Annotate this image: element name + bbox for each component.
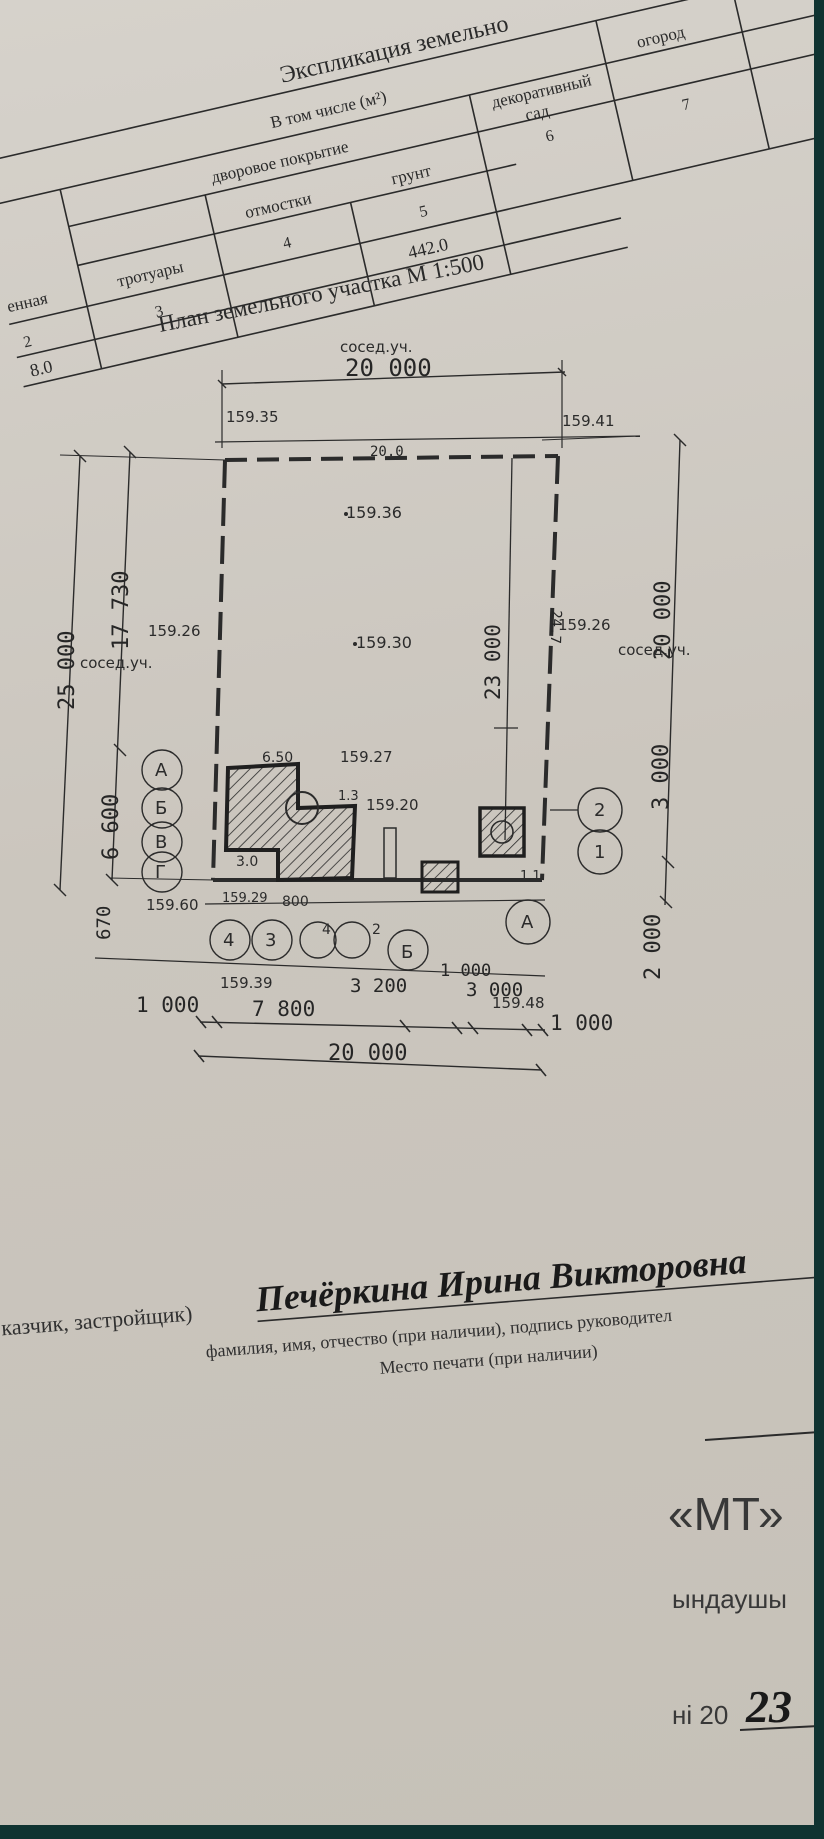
dim-1000-inner: 1 000 (440, 961, 491, 981)
tree-label: 2 (372, 922, 381, 938)
table-num-6: 6 (544, 127, 556, 145)
elev-label: 159.30 (356, 633, 412, 652)
porch (383, 827, 397, 879)
stamp-year-prefix: ні 20 (672, 1700, 728, 1730)
dim-inner-247: 24.7 (547, 610, 564, 644)
outbuilding-small (420, 860, 460, 894)
dim-house-13: 1.3 (338, 789, 359, 804)
plan-title: План земельного участка М 1:500 (156, 249, 486, 337)
stamp-year-handwritten: 23 (745, 1681, 792, 1732)
dim-left-25: 25 000 (55, 631, 80, 710)
tree-label: 4 (322, 922, 331, 938)
neighbor-top-label: сосед.уч. (340, 338, 413, 356)
dim-right-3: 3 000 (649, 744, 674, 810)
table-value-first: 8.0 (28, 356, 54, 381)
trees-left: A Б B Г (141, 749, 183, 893)
tree-label: Б (155, 798, 167, 819)
tree-label: A (155, 760, 168, 781)
dim-house-30: 3.0 (236, 854, 258, 870)
explication-table: Экспликация земельно В том числе (м²) дв… (0, 0, 814, 388)
table-title: Экспликация земельно (277, 11, 511, 89)
dim-left-17: 17 730 (109, 571, 134, 650)
tree-label: B (155, 832, 167, 853)
dim-bottom-3200: 3 200 (350, 975, 407, 997)
table-group-header: дворовое покрытие (209, 137, 350, 187)
neighbor-right-label: сосед.уч. (618, 641, 691, 659)
stamp-company: «МТ» (668, 1488, 784, 1540)
dim-house-650: 6.50 (262, 750, 293, 766)
elev-label: 159.35 (226, 408, 279, 426)
stamp-fragment: «МТ» ындаушы ні 20 23 (668, 1431, 814, 1732)
table-num-2: 2 (22, 333, 34, 351)
plot-boundary-left (211, 459, 227, 881)
stamp-line-2: ындаушы (672, 1584, 787, 1614)
elev-label: 159.29 (222, 891, 268, 906)
dim-bottom-1000-right: 1 000 (550, 1011, 613, 1035)
elev-label: 159.48 (492, 994, 545, 1012)
signature-block: казчик, застройщик) Печёркина Ирина Викт… (0, 1241, 814, 1379)
signature-caption-2: Место печати (при наличии) (379, 1341, 599, 1379)
dim-house-800: 800 (282, 894, 309, 910)
table-col-decorative-2: сад (523, 101, 551, 125)
elev-label: 159.26 (148, 622, 201, 640)
neighbor-left-label: сосед.уч. (80, 654, 153, 672)
dim-house-11: 1.1 (520, 869, 541, 884)
table-col-blind-area: отмостки (243, 188, 313, 222)
signature-prefix: казчик, застройщик) (0, 1300, 193, 1340)
elev-label: 159.20 (366, 796, 419, 814)
elev-point (353, 642, 357, 646)
table-num-3: 3 (153, 303, 165, 321)
trees-right: 2 1 (550, 787, 623, 875)
elev-label: 159.26 (558, 616, 611, 634)
dim-inner-200: 20.0 (370, 444, 404, 460)
plot-boundary-top (224, 454, 559, 462)
house-marker (285, 791, 319, 825)
tree-label: A (521, 912, 534, 933)
table-num-5: 5 (418, 203, 430, 221)
tree-label: Г (155, 862, 166, 883)
dim-bottom-1000-left: 1 000 (136, 993, 199, 1017)
dim-right-2: 2 000 (641, 914, 666, 980)
dim-bottom-7800: 7 800 (252, 997, 315, 1021)
elev-point (344, 512, 348, 516)
plot-boundary-right (540, 455, 560, 881)
table-num-7: 7 (680, 96, 692, 114)
dim-bottom-3000: 3 000 (466, 979, 523, 1001)
elev-label: 159.60 (146, 896, 199, 914)
dim-inner-23: 23 000 (481, 624, 505, 700)
tree-label: 1 (594, 842, 605, 863)
table-subheader: В том числе (м²) (268, 87, 388, 132)
elev-label: 159.27 (340, 748, 393, 766)
outbuilding-right (478, 806, 526, 858)
plot-plan: сосед.уч. 20 000 25 000 17 730 6 600 670… (53, 338, 691, 1077)
elev-label: 159.41 (562, 412, 615, 430)
table-col-first: енная (5, 288, 50, 316)
tree-label: 3 (265, 930, 276, 951)
trees-bottom: 4 3 4 2 Б A (209, 899, 551, 971)
signature-name: Печёркина Ирина Викторовна (253, 1241, 748, 1320)
dim-bottom-total: 20 000 (328, 1041, 407, 1066)
dim-top: 20 000 (345, 354, 432, 382)
background-edge-right (814, 0, 824, 1839)
table-num-4: 4 (281, 234, 293, 252)
dim-left-670: 670 (93, 906, 115, 940)
tree-label: 4 (223, 930, 234, 951)
dim-right-20: 20 000 (651, 581, 676, 660)
dim-left-6: 6 600 (99, 794, 124, 860)
elev-label: 159.36 (346, 503, 402, 522)
tree-label: Б (401, 942, 413, 963)
main-house (223, 761, 358, 883)
elev-label: 159.39 (220, 974, 273, 992)
background-edge-bottom (0, 1825, 824, 1839)
tree-label: 2 (594, 800, 605, 821)
